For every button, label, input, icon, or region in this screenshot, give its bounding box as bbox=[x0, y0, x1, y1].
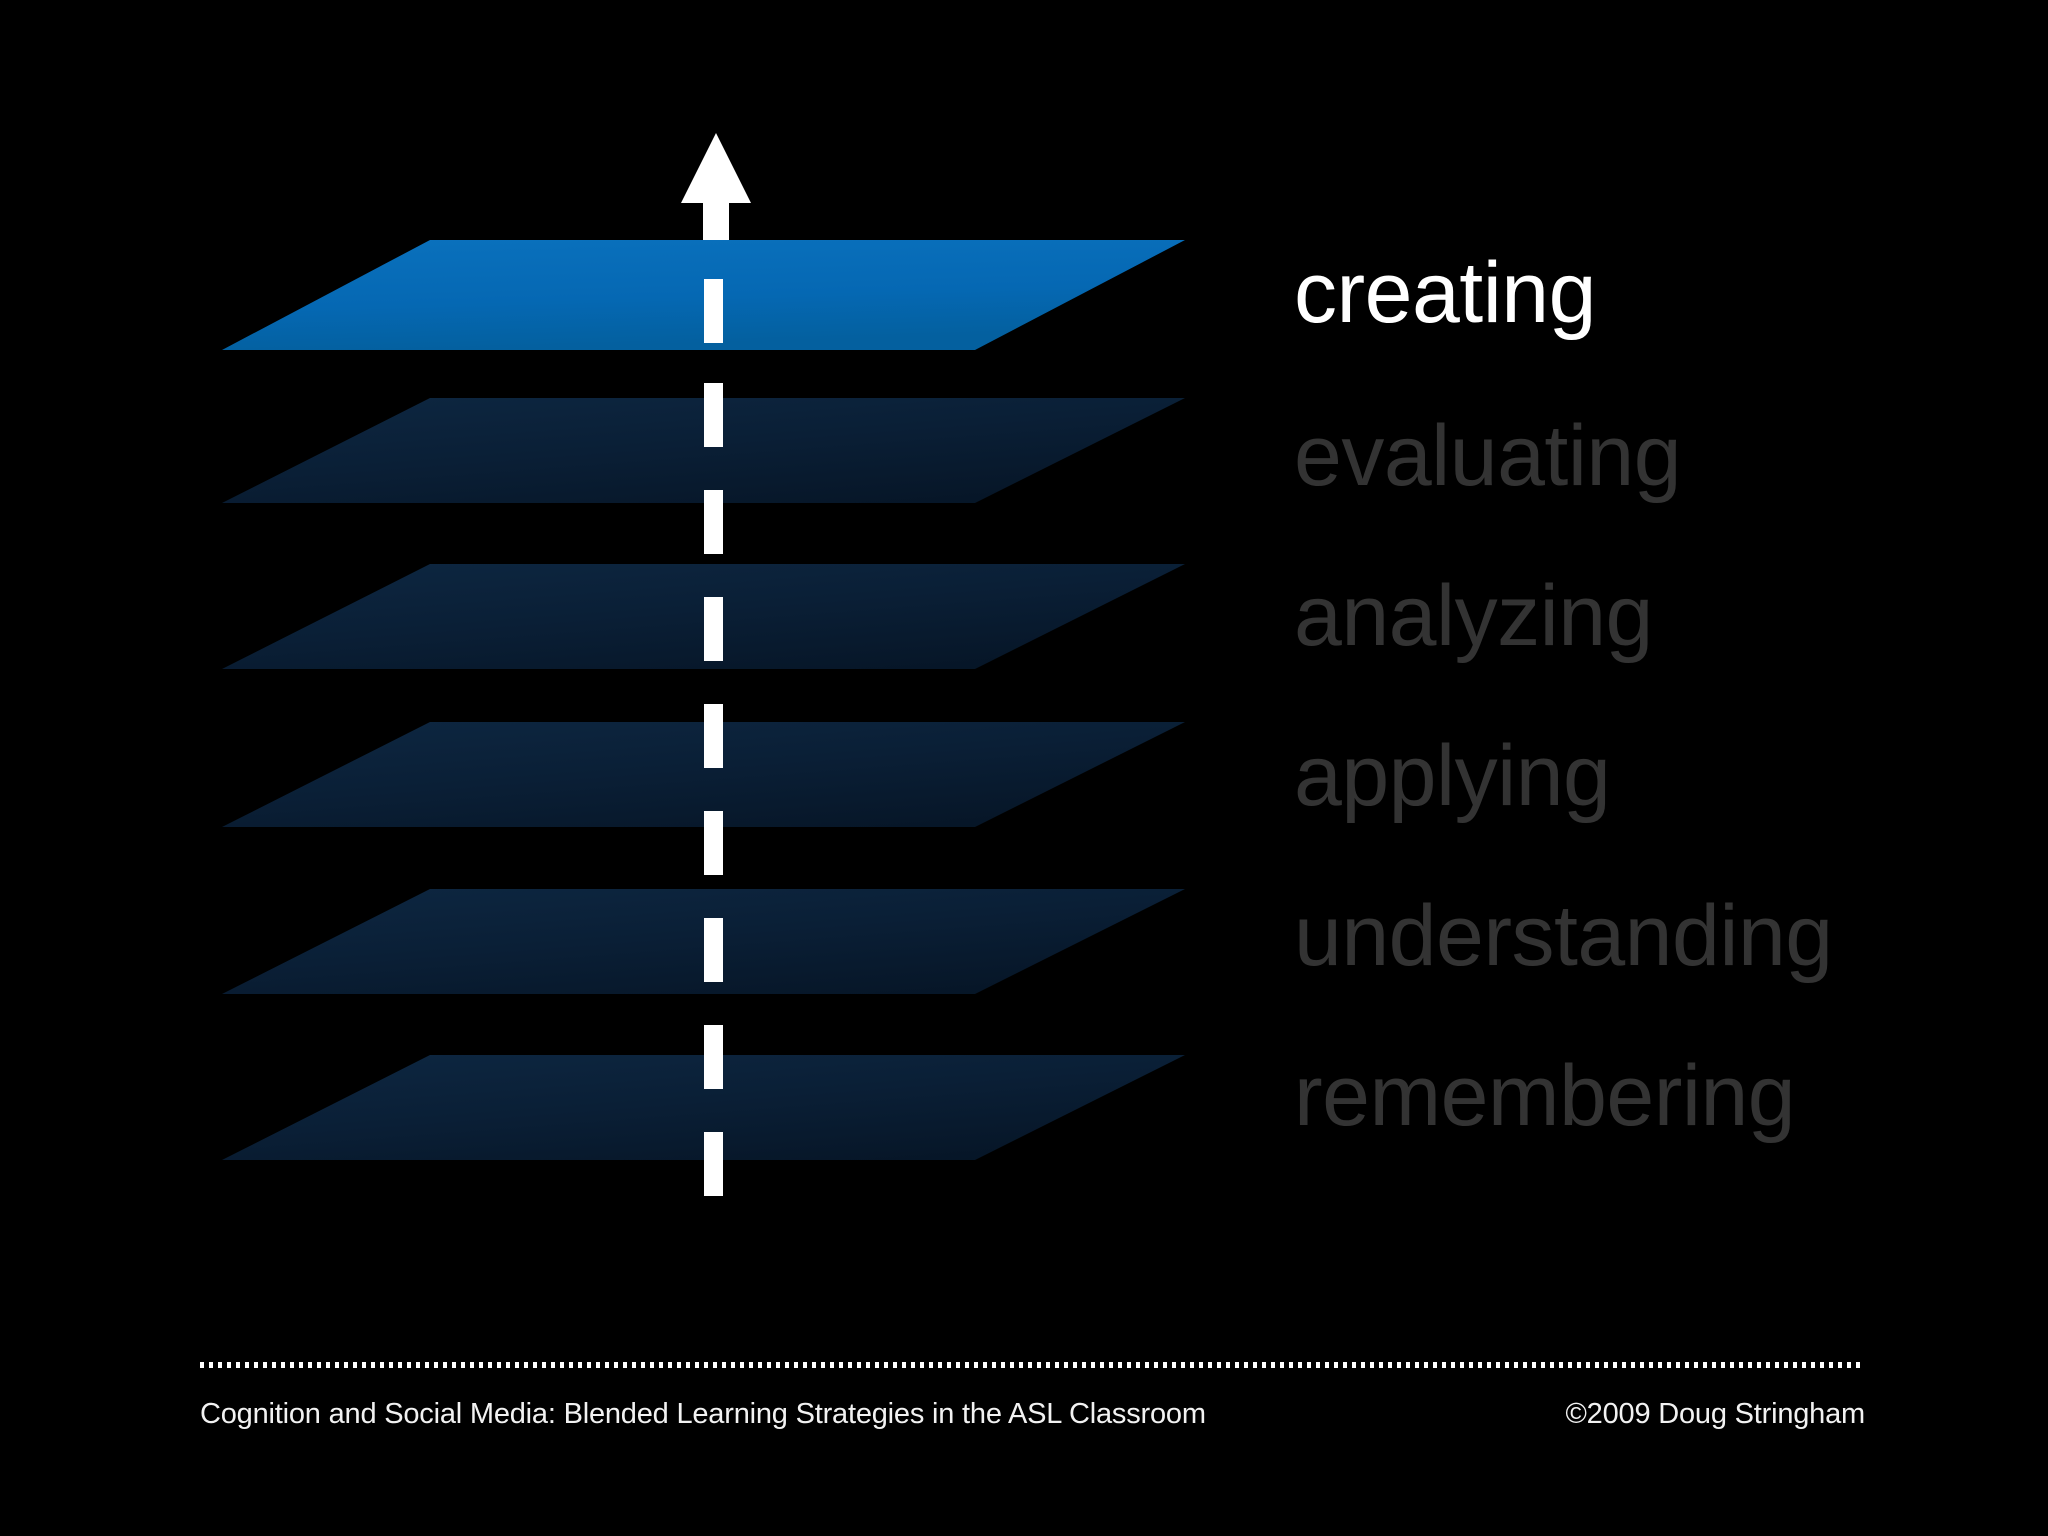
layer-shape-analyzing[interactable] bbox=[222, 564, 1185, 669]
layer-shape-evaluating[interactable] bbox=[222, 398, 1185, 503]
taxonomy-label-column: creating evaluating analyzing applying u… bbox=[1294, 0, 2034, 1260]
slide-footer: Cognition and Social Media: Blended Lear… bbox=[200, 1398, 1865, 1444]
layer-shape-applying[interactable] bbox=[222, 722, 1185, 827]
taxonomy-label-applying[interactable]: applying bbox=[1294, 728, 1611, 824]
taxonomy-label-evaluating[interactable]: evaluating bbox=[1294, 408, 1682, 504]
footer-copyright-notice: ©2009 Doug Stringham bbox=[1565, 1398, 1866, 1430]
layer-shape-understanding[interactable] bbox=[222, 889, 1185, 994]
taxonomy-label-understanding[interactable]: understanding bbox=[1294, 888, 1833, 984]
layer-shape-remembering[interactable] bbox=[222, 1055, 1185, 1160]
bloom-taxonomy-layer-stack bbox=[222, 240, 1185, 1160]
taxonomy-label-creating[interactable]: creating bbox=[1294, 245, 1596, 341]
footer-dotted-divider bbox=[200, 1362, 1865, 1368]
taxonomy-label-remembering[interactable]: remembering bbox=[1294, 1048, 1796, 1144]
layer-shape-creating[interactable] bbox=[222, 240, 1185, 350]
footer-presentation-title: Cognition and Social Media: Blended Lear… bbox=[200, 1398, 1206, 1430]
taxonomy-label-analyzing[interactable]: analyzing bbox=[1294, 568, 1653, 664]
